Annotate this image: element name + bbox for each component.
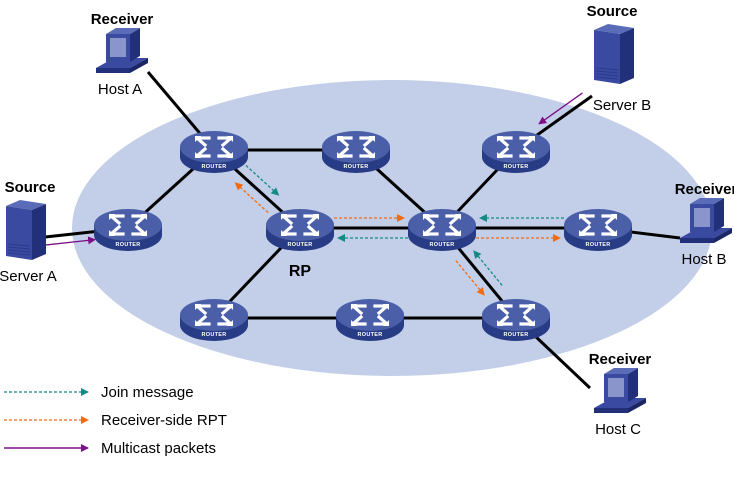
flows-layer — [42, 92, 583, 296]
rpt-flow-r5-r9 — [455, 260, 485, 296]
router-label: ROUTER — [343, 164, 368, 170]
server-tower-icon — [6, 200, 46, 260]
router-label: ROUTER — [503, 332, 528, 338]
multicast-flow-serverA-r4 — [42, 236, 97, 246]
router-label: ROUTER — [287, 242, 312, 248]
router-label: ROUTER — [429, 242, 454, 248]
device-label: Host A — [98, 81, 142, 98]
multicast-flow-serverB-r3 — [538, 92, 583, 125]
router-bottom-left[interactable]: ROUTER — [178, 297, 250, 343]
router-left[interactable]: ROUTER — [92, 207, 164, 253]
router-bottom-right[interactable]: ROUTER — [480, 297, 552, 343]
join-flow-r9-r5 — [473, 250, 503, 286]
router-right[interactable]: ROUTER — [562, 207, 634, 253]
router-label: ROUTER — [585, 242, 610, 248]
host-computer-icon — [680, 198, 732, 243]
device-label: Server A — [0, 268, 57, 285]
legend-item-rpt: Receiver-side RPT — [4, 412, 227, 429]
legend-rpt-label: Receiver-side RPT — [101, 412, 227, 429]
rp-label: RP — [289, 263, 312, 280]
router-label: ROUTER — [201, 332, 226, 338]
legend-item-join: Join message — [4, 384, 194, 401]
rpt-flow-rp-r1 — [234, 182, 269, 214]
legend-item-multicast: Multicast packets — [4, 440, 216, 457]
router-label: ROUTER — [503, 164, 528, 170]
device-label: Host B — [681, 251, 726, 268]
legend-join-label: Join message — [101, 384, 194, 401]
legend: Join message Receiver-side RPT Multicast… — [4, 384, 227, 457]
router-label: ROUTER — [357, 332, 382, 338]
router-rp[interactable]: ROUTER — [264, 207, 336, 253]
server-tower-icon — [594, 24, 634, 84]
device-role: Source — [587, 3, 638, 20]
device-label: Server B — [593, 97, 651, 114]
host-computer-icon — [96, 28, 148, 73]
router-bottom-middle[interactable]: ROUTER — [334, 297, 406, 343]
device-role: Receiver — [675, 181, 734, 198]
router-top-right[interactable]: ROUTER — [480, 129, 552, 175]
device-role: Receiver — [589, 351, 652, 368]
router-top-left[interactable]: ROUTER — [178, 129, 250, 175]
router-center[interactable]: ROUTER — [406, 207, 478, 253]
device-role: Source — [5, 179, 56, 196]
router-label: ROUTER — [115, 242, 140, 248]
router-label: ROUTER — [201, 164, 226, 170]
host-computer-icon — [594, 368, 646, 413]
legend-multicast-label: Multicast packets — [101, 440, 216, 457]
device-label: Host C — [595, 421, 641, 438]
router-top-middle[interactable]: ROUTER — [320, 129, 392, 175]
routers-layer: ROUTER ROUTER ROUTER ROUTER ROUTER ROUTER ROUT… — [92, 129, 634, 343]
device-role: Receiver — [91, 11, 154, 28]
join-flow-r1-rp — [245, 164, 280, 196]
